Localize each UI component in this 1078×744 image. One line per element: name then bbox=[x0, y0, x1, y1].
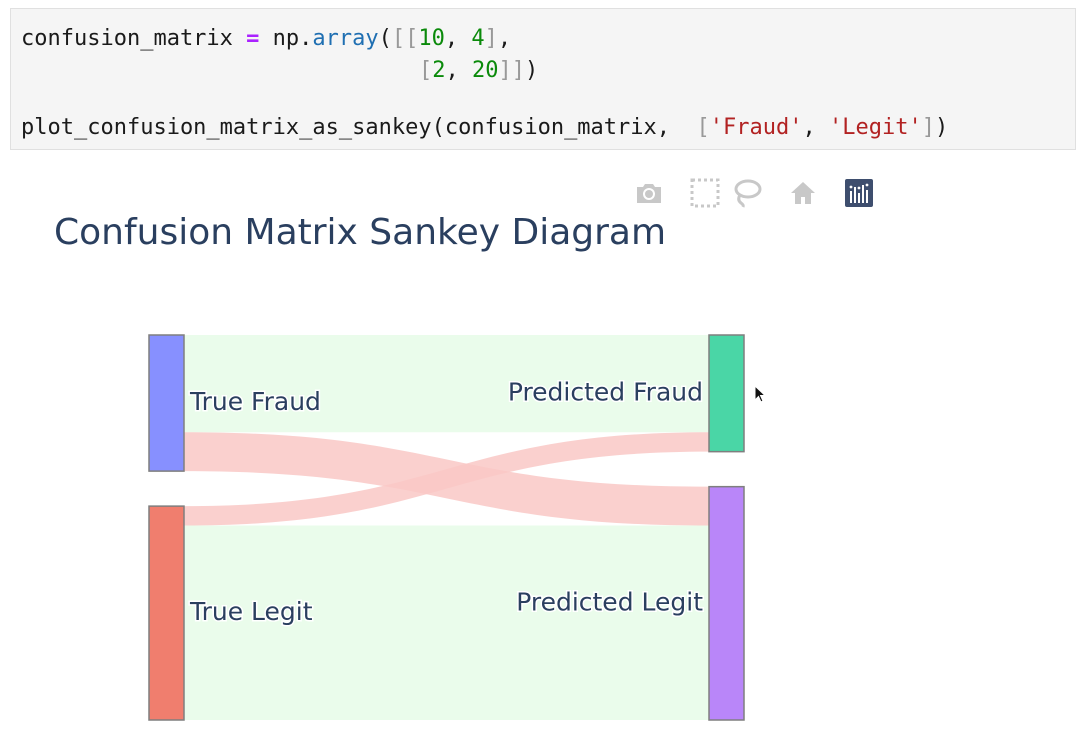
code-string: 'Legit' bbox=[829, 115, 922, 140]
code-cell[interactable]: confusion_matrix = np.array([[10, 4], [2… bbox=[10, 8, 1076, 150]
camera-icon[interactable] bbox=[632, 176, 666, 210]
sankey-node-true-fraud[interactable] bbox=[148, 334, 185, 472]
code-number: 10 bbox=[418, 26, 445, 51]
code-line-1: confusion_matrix = np.array([[10, 4], bbox=[21, 26, 512, 51]
plot-title: Confusion Matrix Sankey Diagram bbox=[54, 212, 667, 253]
sankey-node-predicted-fraud[interactable] bbox=[708, 334, 745, 453]
code-function: array bbox=[312, 26, 379, 51]
lasso-select-icon[interactable] bbox=[730, 176, 764, 210]
sankey-node-label: True Fraud bbox=[189, 387, 321, 416]
code-number: 20 bbox=[472, 58, 499, 83]
code-line-2: [2, 20]]) bbox=[419, 58, 539, 83]
code-variable: confusion_matrix bbox=[21, 26, 233, 51]
code-line-4: plot_confusion_matrix_as_sankey(confusio… bbox=[21, 115, 949, 140]
mouse-cursor-icon bbox=[754, 385, 767, 403]
sankey-link-true-fraud-to-predicted-fraud[interactable] bbox=[184, 335, 709, 433]
sankey-node-true-legit[interactable] bbox=[148, 505, 185, 721]
code-number: 4 bbox=[471, 26, 485, 51]
sankey-node-predicted-legit[interactable] bbox=[708, 485, 745, 721]
home-icon[interactable] bbox=[786, 176, 820, 210]
sankey-node-label: True Legit bbox=[189, 597, 313, 626]
sankey-link-true-legit-to-predicted-legit[interactable] bbox=[184, 525, 709, 720]
code-number: 2 bbox=[432, 58, 446, 83]
sankey-node-label: Predicted Fraud bbox=[508, 377, 703, 406]
code-module: np bbox=[272, 26, 300, 51]
sankey-node-label: Predicted Legit bbox=[516, 587, 703, 616]
code-string: 'Fraud' bbox=[709, 115, 803, 140]
box-select-icon[interactable] bbox=[688, 176, 722, 210]
plotly-logo-icon[interactable] bbox=[842, 176, 876, 210]
code-call: plot_confusion_matrix_as_sankey bbox=[21, 115, 432, 140]
code-argument: confusion_matrix bbox=[444, 115, 657, 140]
code-operator: = bbox=[246, 26, 260, 51]
sankey-link-true-legit-to-predicted-fraud[interactable] bbox=[184, 432, 709, 526]
